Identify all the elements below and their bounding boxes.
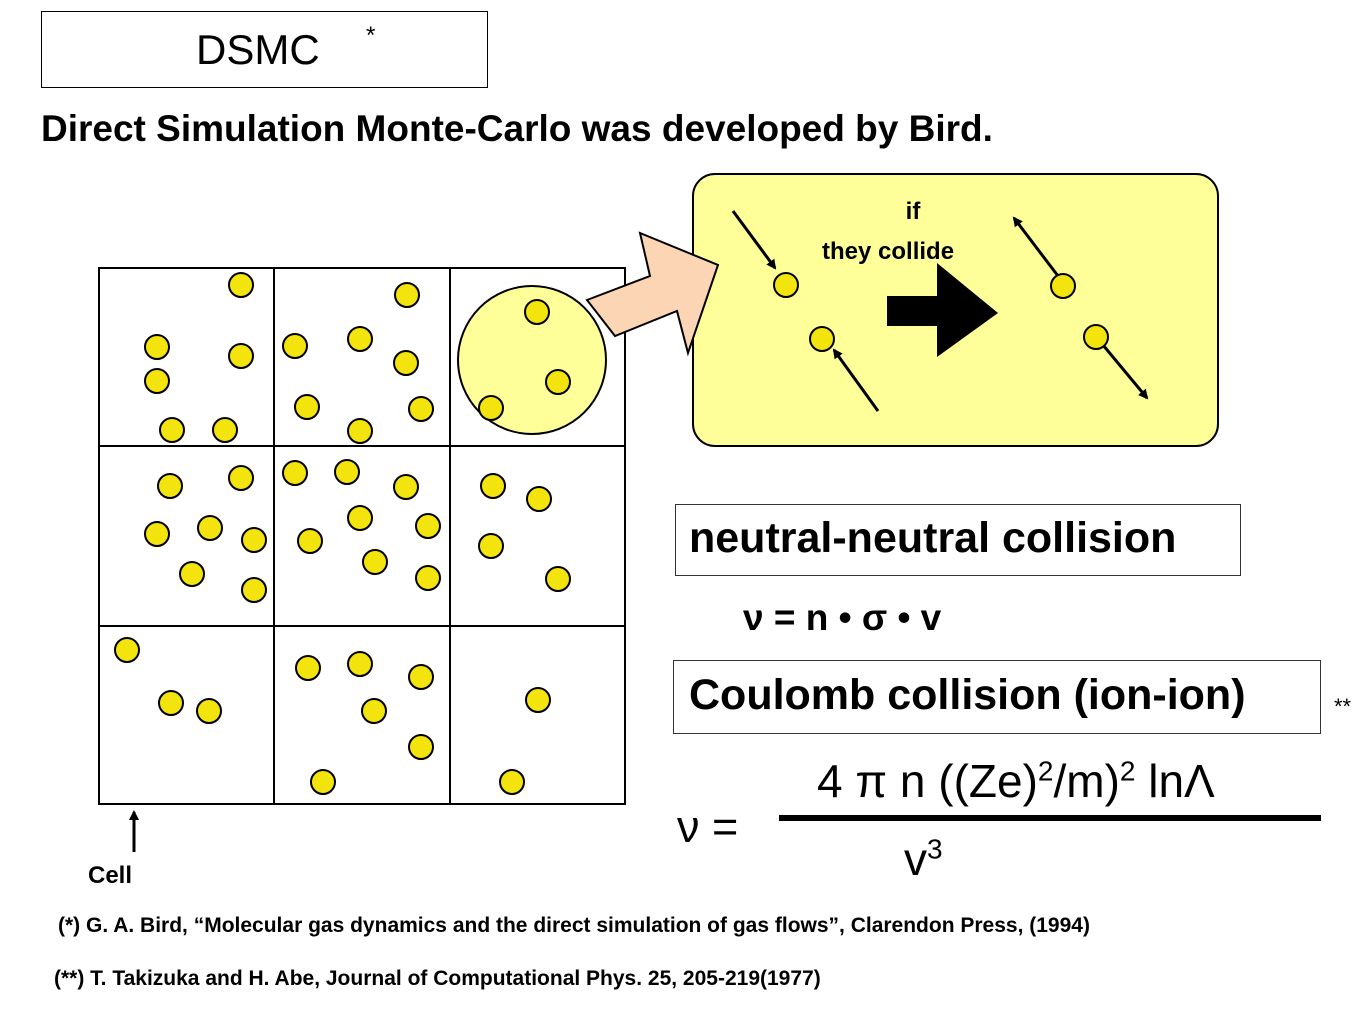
particle [362, 549, 388, 575]
neutral-collision-formula: ν = n • σ • v [743, 597, 942, 638]
particle [241, 527, 267, 553]
particle [526, 486, 552, 512]
particle [394, 282, 420, 308]
cell-label: Cell [88, 862, 133, 889]
fraction-line [779, 815, 1321, 821]
particle [408, 734, 434, 760]
subtitle: Direct Simulation Monte-Carlo was develo… [41, 108, 993, 149]
reference-bird: (*) G. A. Bird, “Molecular gas dynamics … [58, 914, 1090, 937]
particle [347, 505, 373, 531]
particle [241, 577, 267, 603]
particle [524, 299, 550, 325]
title-footnote-marker: * [366, 22, 376, 49]
callout-arrow-icon [585, 231, 720, 357]
particle [408, 664, 434, 690]
incoming-velocity-arrow-2 [832, 348, 880, 412]
inset-particle [1083, 324, 1109, 350]
cell-grid [98, 267, 626, 805]
inset-particle [809, 326, 835, 352]
particle [295, 655, 321, 681]
particle [545, 369, 571, 395]
particle [408, 396, 434, 422]
inset-particle [1050, 273, 1076, 299]
particle [144, 368, 170, 394]
particle [282, 460, 308, 486]
title-box [41, 11, 488, 88]
particle [282, 333, 308, 359]
particle [480, 473, 506, 499]
outgoing-velocity-arrow-1 [1012, 216, 1060, 277]
particle [228, 272, 254, 298]
particle [294, 394, 320, 420]
particle [159, 417, 185, 443]
particle [415, 565, 441, 591]
inset-note-collide: they collide [822, 238, 955, 265]
title-text: DSMC [196, 26, 320, 73]
particle [361, 698, 387, 724]
particle [114, 637, 140, 663]
particle [212, 417, 238, 443]
inset-note-if: if [905, 198, 921, 225]
particle [478, 395, 504, 421]
particle [196, 698, 222, 724]
particle [478, 533, 504, 559]
particle [393, 350, 419, 376]
coulomb-collision-box [673, 660, 1321, 734]
particle [157, 473, 183, 499]
reference-takizuka: (**) T. Takizuka and H. Abe, Journal of … [54, 967, 821, 990]
particle [525, 687, 551, 713]
particle [144, 334, 170, 360]
particle [347, 326, 373, 352]
particle [228, 343, 254, 369]
outgoing-velocity-arrow-2 [1101, 344, 1149, 400]
collision-result-arrow-icon [887, 263, 998, 357]
particle [499, 769, 525, 795]
inset-particle [773, 272, 799, 298]
particle [297, 528, 323, 554]
particle [347, 418, 373, 444]
coulomb-collision-label: Coulomb collision (ion-ion) [689, 671, 1246, 719]
particle [545, 566, 571, 592]
neutral-collision-label: neutral-neutral collision [689, 514, 1177, 562]
particle [158, 690, 184, 716]
particle [334, 459, 360, 485]
particle [197, 515, 223, 541]
particle [228, 465, 254, 491]
neutral-collision-box [675, 504, 1241, 576]
coulomb-formula-lhs: ν = [677, 801, 739, 852]
particle [144, 521, 170, 547]
particle [347, 651, 373, 677]
particle [393, 474, 419, 500]
particle [179, 561, 205, 587]
coulomb-formula-numerator: 4 π n ((Ze)2/m)2 lnΛ [817, 755, 1215, 807]
incoming-velocity-arrow-1 [731, 210, 777, 270]
particle [415, 513, 441, 539]
particles [114, 272, 571, 795]
coulomb-footnote-marker: ** [1334, 694, 1352, 719]
coulomb-formula-denominator: v3 [904, 833, 943, 885]
particle [310, 769, 336, 795]
